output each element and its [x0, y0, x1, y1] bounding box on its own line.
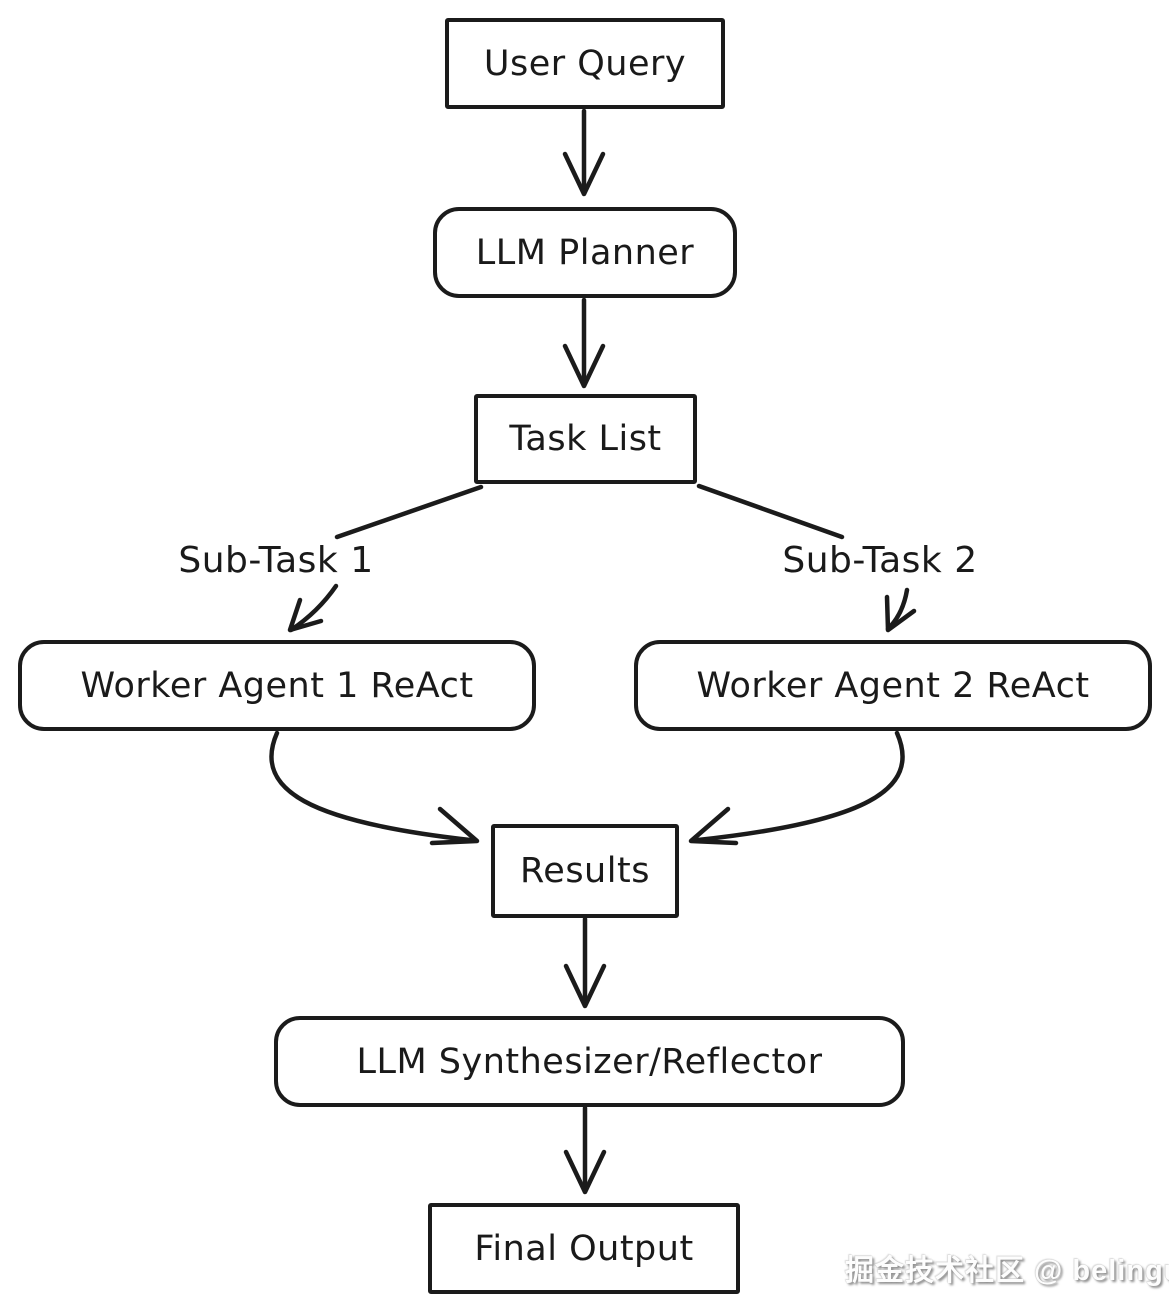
arrowhead-worker-2-to-results [688, 806, 739, 846]
arrowhead-user-query-to-llm-planner [562, 151, 606, 197]
watermark: 掘金技术社区 @ belingud [845, 1255, 1169, 1287]
arrowhead-llm-synthesizer-to-final-output [563, 1149, 607, 1195]
node-llm-synthesizer: LLM Synthesizer/Reflector [274, 1016, 905, 1107]
arrowhead-worker-1-to-results [429, 806, 480, 846]
node-user-query: User Query [445, 18, 725, 109]
edge-task-list-to-sub-task-1 [334, 484, 484, 540]
arrowhead-sub-task-2-to-worker-2 [884, 594, 917, 633]
edge-worker-1-to-results [269, 730, 473, 843]
node-results: Results [491, 824, 679, 918]
node-worker-agent-2: Worker Agent 2 ReAct [634, 640, 1152, 731]
node-llm-synthesizer-label: LLM Synthesizer/Reflector [356, 1041, 823, 1082]
node-llm-planner: LLM Planner [433, 207, 737, 298]
node-task-list-label: Task List [509, 419, 662, 459]
edge-task-list-to-sub-task-2 [696, 483, 845, 540]
node-llm-planner-label: LLM Planner [475, 232, 695, 273]
edge-worker-2-to-results [695, 730, 905, 843]
node-user-query-label: User Query [483, 43, 687, 84]
node-final-output: Final Output [428, 1203, 740, 1294]
node-final-output-label: Final Output [474, 1228, 694, 1269]
node-worker-agent-1: Worker Agent 1 ReAct [18, 640, 536, 731]
arrowhead-sub-task-1-to-worker-1 [287, 597, 324, 633]
arrowhead-llm-planner-to-task-list [562, 343, 606, 389]
node-worker-agent-1-label: Worker Agent 1 ReAct [80, 665, 474, 706]
node-results-label: Results [520, 851, 650, 891]
node-worker-agent-2-label: Worker Agent 2 ReAct [696, 665, 1090, 706]
edge-label-sub-task-2: Sub-Task 2 [782, 540, 978, 581]
node-task-list: Task List [474, 394, 697, 484]
edge-label-sub-task-1: Sub-Task 1 [178, 540, 374, 581]
arrowhead-results-to-llm-synthesizer [563, 963, 607, 1009]
